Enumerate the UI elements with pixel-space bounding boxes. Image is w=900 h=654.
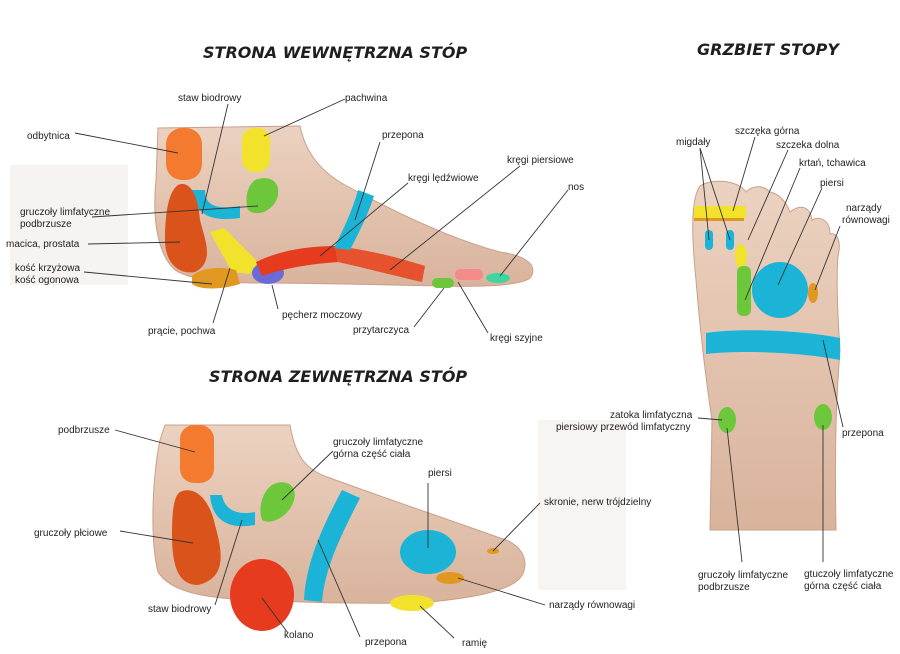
zone-podbrzusze (180, 425, 214, 483)
title-inner-side: STRONA WEWNĘTRZNA STÓP (203, 43, 467, 62)
zone-gruczoly-plciowe (172, 490, 221, 585)
zone-krtan-tchawica (737, 266, 751, 316)
top-labels: migdały szczęka górna szczeka dolna krta… (556, 126, 894, 593)
label-pachwina: pachwina (345, 93, 388, 104)
label-piersi-outer: piersi (428, 468, 452, 479)
zone-szczeka-dolna (735, 244, 747, 268)
inner-leader-lines (74, 98, 569, 334)
zone-nos (486, 273, 510, 283)
label-gtuczoly-top-line2: górna część ciała (804, 581, 882, 592)
label-kosc-line2: kość ogonowa (15, 275, 79, 286)
label-piersi-top: piersi (820, 178, 844, 189)
label-szczeka-gorna: szczęka górna (735, 126, 800, 137)
zone-gruczoly-gorna-top (814, 404, 832, 430)
background-panel (538, 420, 626, 590)
label-przytarczyca: przytarczyca (353, 325, 410, 336)
title-top-of-foot: GRZBIET STOPY (697, 40, 840, 59)
label-nos: nos (568, 182, 584, 193)
label-zatoka-line1: zatoka limfatyczna (610, 410, 693, 421)
label-kregi-ledzwiowe: kręgi lędźwiowe (408, 173, 479, 184)
label-staw-biodrowy: staw biodrowy (178, 93, 241, 104)
zone-kregi-ledzwiowe (256, 246, 338, 276)
zone-pachwina (242, 128, 270, 172)
zone-kolano (230, 559, 294, 631)
zone-pracie-pochwa (210, 228, 258, 274)
zone-ramie (390, 595, 434, 611)
zone-macica-prostata (165, 184, 207, 273)
label-narzady-rownowagi: narządy równowagi (549, 600, 635, 611)
label-gtuczoly-top-line1: gtuczoły limfatyczne (804, 569, 894, 580)
zone-przepona (334, 190, 374, 250)
inner-labels: staw biodrowy pachwina odbytnica przepon… (6, 93, 584, 344)
label-gruczoly-line1: gruczoły limfatyczne (20, 207, 110, 218)
label-pracie-pochwa: prącie, pochwa (148, 326, 216, 337)
zone-odbytnica (166, 128, 202, 180)
label-pecherz-moczowy: pęcherz moczowy (282, 310, 362, 321)
title-outer-side: STRONA ZEWNĘTRZNA STÓP (209, 367, 467, 386)
zone-szczeka-gorna-edge (694, 218, 744, 221)
zone-gruczoly-podbrzusze-top (718, 407, 736, 433)
zone-przytarczyca (432, 278, 454, 288)
label-migdaly: migdały (676, 137, 710, 148)
label-gruczoly-top-line2: podbrzusze (698, 582, 750, 593)
zone-kregi-piersiowe (335, 246, 425, 282)
label-ramie: ramię (462, 638, 487, 649)
zone-piersi-top (752, 262, 808, 318)
label-przepona-outer: przepona (365, 637, 407, 648)
label-gruczoly-line2: podbrzusze (20, 219, 72, 230)
label-kosc-line1: kość krzyżowa (15, 263, 80, 274)
outer-leader-lines (114, 429, 546, 639)
top-foot-shape (692, 180, 841, 531)
label-gruczoly-gorna-line1: gruczoły limfatyczne (333, 437, 423, 448)
top-leader-lines (697, 136, 844, 563)
label-szczeka-dolna: szczeka dolna (776, 140, 840, 151)
zone-kregi-szyjne (455, 269, 483, 280)
label-kolano: kolano (284, 630, 314, 641)
outer-foot (152, 424, 526, 631)
label-staw-biodrowy-outer: staw biodrowy (148, 604, 211, 615)
top-foot (692, 180, 841, 531)
zone-staw-biodrowy (192, 190, 240, 220)
zone-przepona-outer (304, 490, 360, 602)
label-kregi-szyjne: kręgi szyjne (490, 333, 543, 344)
zone-gruczoly-gorna (260, 482, 295, 522)
label-podbrzusze: podbrzusze (58, 425, 110, 436)
background-panel (10, 165, 128, 285)
label-krtan-tchawica: krtań, tchawica (799, 158, 866, 169)
zone-gruczoly-limfatyczne (246, 178, 279, 214)
outer-labels: podbrzusze gruczoły limfatyczne górna cz… (34, 425, 651, 649)
label-odbytnica: odbytnica (27, 131, 70, 142)
label-przepona: przepona (382, 130, 424, 141)
label-przepona-top: przepona (842, 428, 884, 439)
label-kregi-piersiowe: kręgi piersiowe (507, 155, 574, 166)
inner-foot (154, 125, 534, 289)
zone-staw-biodrowy-outer (210, 495, 255, 527)
label-skronie: skronie, nerw trójdzielny (544, 497, 651, 508)
label-macica-prostata: macica, prostata (6, 239, 80, 250)
label-narzady-line1: narządy (846, 203, 882, 214)
label-gruczoly-gorna-line2: górna część ciała (333, 449, 411, 460)
zone-przepona-top (706, 330, 840, 360)
label-zatoka-line2: piersiowy przewód limfatyczny (556, 422, 691, 433)
zone-piersi (400, 530, 456, 574)
zone-narzady-rownowagi (436, 572, 464, 584)
label-gruczoly-plciowe: gruczoły płciowe (34, 528, 108, 539)
zone-szczeka-gorna (694, 206, 746, 218)
label-gruczoly-top-line1: gruczoły limfatyczne (698, 570, 788, 581)
label-narzady-line2: równowagi (842, 215, 890, 226)
